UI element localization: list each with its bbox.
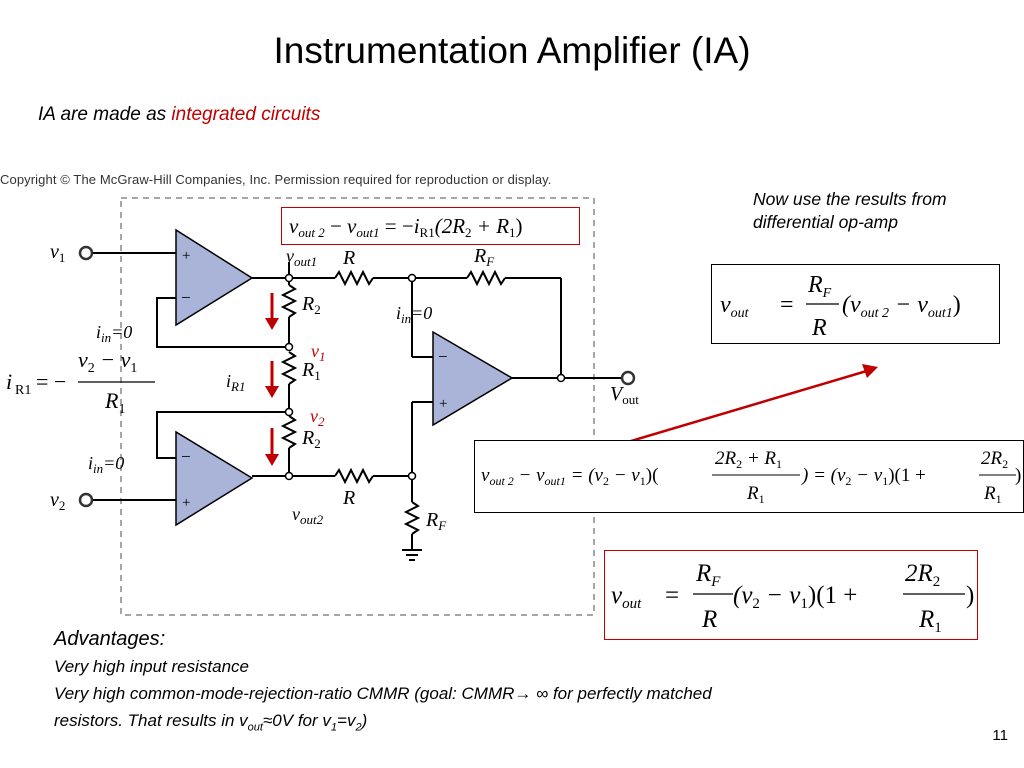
note-text: Now use the results from differential op… (753, 188, 947, 234)
advantage-2: Very high common-mode-rejection-ratio CM… (54, 684, 712, 703)
svg-text:R1: R1 (918, 606, 942, 636)
r1-label: R1 (301, 359, 321, 383)
rf-bottom-label: RF (425, 509, 447, 533)
opamp-1 (175, 228, 254, 327)
svg-text:vout 2 − vout1 = (v2 − v1)(: vout 2 − vout1 = (v2 − v1)( (481, 465, 658, 488)
eq-ir1: i R1 = − v2 − v1 R1 (6, 347, 155, 417)
v1-red-label: v1 (311, 341, 326, 364)
pointer-arrow (593, 364, 878, 454)
iin-top-label: iin=0 (96, 322, 132, 345)
subtitle-prefix: IA are made as (38, 104, 172, 125)
opamp2-minus: − (181, 447, 191, 466)
opamp1-plus: + (182, 248, 190, 264)
ic-boundary (120, 197, 595, 616)
opamp3-minus: − (438, 347, 448, 366)
v2-terminal (78, 492, 94, 508)
opamp3-plus: + (439, 396, 447, 412)
svg-text:R1: R1 (104, 388, 125, 417)
svg-text:R1: R1 (983, 483, 1002, 506)
note-line-2: differential op-amp (753, 212, 898, 232)
advantages-section: Advantages: Very high input resistance V… (54, 626, 712, 741)
svg-text:2R2: 2R2 (981, 448, 1008, 471)
r-top-label: R (342, 247, 355, 269)
vout1-label: vout1 (286, 246, 317, 269)
svg-text:R: R (811, 315, 827, 341)
note-line-1: Now use the results from (753, 189, 947, 209)
svg-text:R: R (701, 606, 717, 633)
svg-text:(vout 2 − vout1): (vout 2 − vout1) (842, 292, 961, 321)
svg-text:RF: RF (807, 272, 832, 301)
opamp2-plus: + (182, 495, 190, 511)
svg-text:): ) (966, 582, 974, 609)
iin-bottom-label: iin=0 (88, 453, 124, 476)
svg-text:): ) (1015, 465, 1021, 486)
opamp1-minus: − (181, 288, 191, 307)
svg-text:2R2 + R1: 2R2 + R1 (715, 448, 782, 471)
r-bottom-label: R (342, 487, 355, 509)
eq-top-box: vout 2 − vout1 = −iR1(2R2 + R1) (281, 207, 580, 245)
circuit-diagram: + − − + − + v1 v2 R2 R1 R2 R RF R RF Vou… (50, 197, 639, 616)
vout2-label: vout2 (292, 504, 324, 527)
svg-text:vout: vout (611, 582, 642, 612)
svg-text:2R2: 2R2 (905, 560, 940, 590)
page-number: 11 (992, 727, 1008, 744)
iin-right-label: iin=0 (396, 303, 432, 326)
vout-label: Vout (610, 383, 639, 407)
svg-text:i: i (6, 369, 12, 394)
svg-text:RF: RF (695, 560, 721, 590)
svg-text:=: = (665, 582, 679, 609)
opamp-2 (175, 430, 254, 527)
svg-text:R1: R1 (15, 383, 31, 398)
eq-mid-box: vout 2 − vout1 = (v2 − v1)( 2R2 + R1 R1 … (474, 440, 1024, 513)
svg-text:vout: vout (720, 292, 750, 321)
svg-text:v2 − v1: v2 − v1 (78, 347, 137, 376)
advantage-1: Very high input resistance (54, 657, 249, 676)
r2-top-label: R2 (301, 293, 321, 317)
vout-terminal (620, 370, 636, 386)
v1-terminal (78, 245, 94, 261)
rf-top-label: RF (473, 245, 495, 269)
svg-text:(v2 − v1)(1 +: (v2 − v1)(1 + (733, 582, 857, 612)
subtitle-highlight: integrated circuits (171, 104, 321, 125)
r2-bottom-label: R2 (301, 427, 321, 451)
advantages-heading: Advantages: (54, 628, 166, 650)
eq-final-box: vout = RF R (v2 − v1)(1 + 2R2 R1 ) (604, 550, 978, 640)
svg-text:= −: = − (36, 369, 66, 394)
slide-subtitle: IA are made as integrated circuits (38, 104, 320, 126)
svg-text:R1: R1 (746, 483, 765, 506)
svg-text:vout 2 − vout1 = −iR1(2R2 + R1: vout 2 − vout1 = −iR1(2R2 + R1) (289, 214, 523, 240)
opamp-3 (432, 330, 514, 427)
svg-text:=: = (780, 292, 794, 318)
v2-label: v2 (50, 489, 65, 513)
v1-label: v1 (50, 241, 65, 265)
svg-text:) = (v2 − v1)(1 +: ) = (v2 − v1)(1 + (801, 465, 926, 488)
v2-red-label: v2 (310, 406, 325, 429)
advantage-2-cont: resistors. That results in vout≈0V for v… (54, 711, 368, 734)
ir1-label: iR1 (226, 371, 245, 394)
slide-title: Instrumentation Amplifier (IA) (273, 30, 751, 71)
copyright-notice: Copyright © The McGraw-Hill Companies, I… (0, 172, 552, 187)
eq-diff-box: vout = RF R (vout 2 − vout1) (711, 264, 1000, 344)
